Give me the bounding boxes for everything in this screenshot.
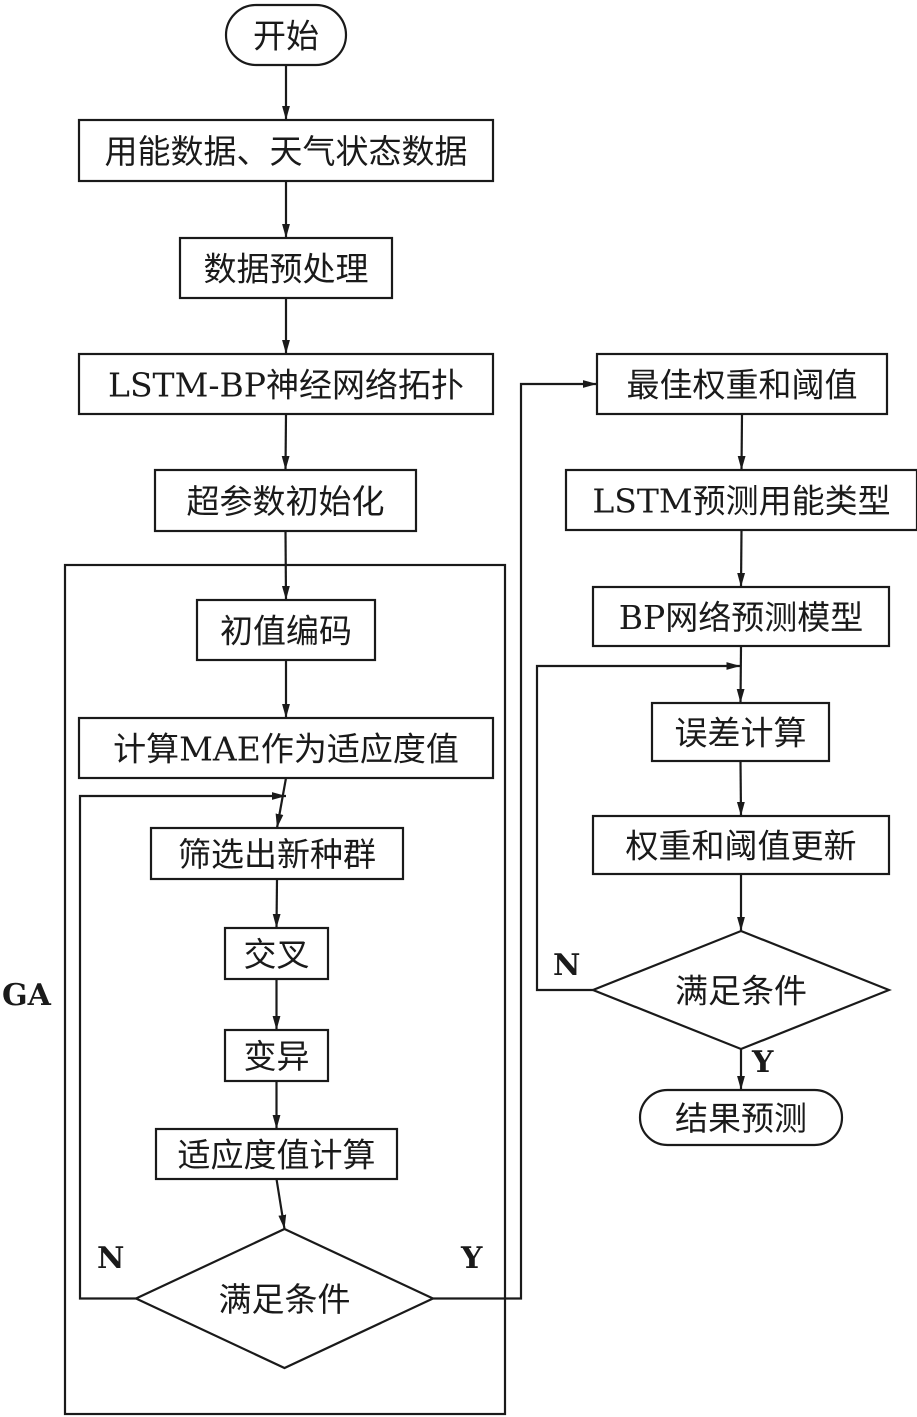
node-label: LSTM-BP神经网络拓扑: [108, 366, 464, 405]
edge-label-yes: Y: [751, 1045, 774, 1080]
node-cond-ga: 满足条件: [133, 1227, 436, 1370]
node-fitness: 适应度值计算: [154, 1127, 399, 1181]
edge-bp_model-to-error: [736, 645, 745, 704]
node-start: 开始: [224, 3, 348, 67]
process-shape: [77, 118, 495, 183]
process-shape: [223, 1028, 330, 1083]
node-label: 最佳权重和阈值: [627, 366, 858, 405]
node-preprocess: 数据预处理: [178, 236, 394, 300]
edge-select-to-crossover: [272, 878, 281, 929]
edge-label-no: N: [553, 948, 580, 983]
decision-shape: [590, 929, 892, 1051]
node-label: 交叉: [244, 935, 310, 974]
edge-hyper_init-to-encode: [281, 530, 290, 601]
edge-best_wb-to-lstm_pred: [737, 413, 746, 471]
process-shape: [149, 826, 405, 881]
node-label: BP网络预测模型: [619, 598, 863, 637]
edge-topology-to-hyper_init: [281, 413, 290, 471]
process-shape: [650, 701, 831, 763]
process-shape: [195, 598, 377, 662]
process-shape: [153, 468, 418, 533]
node-error: 误差计算: [650, 701, 831, 763]
edge-cond-ga-yes: [433, 380, 597, 1300]
node-label: 满足条件: [219, 1280, 351, 1319]
ga-group-label: GA: [2, 978, 52, 1013]
process-shape: [591, 585, 891, 648]
node-label: 误差计算: [675, 714, 807, 753]
node-lstm-pred: LSTM预测用能类型: [564, 468, 917, 532]
node-label: 开始: [253, 17, 319, 56]
node-label: 超参数初始化: [187, 482, 385, 521]
node-label: 权重和阈值更新: [626, 827, 857, 866]
node-update: 权重和阈值更新: [591, 814, 891, 876]
edge-mae-to-select: [275, 777, 288, 829]
node-best-wb: 最佳权重和阈值: [595, 352, 889, 416]
edge-fitness-to-cond_ga: [275, 1178, 287, 1230]
node-label: 满足条件: [675, 972, 807, 1011]
decision-shape: [133, 1227, 436, 1370]
process-shape: [77, 716, 495, 780]
node-label: 初值编码: [220, 612, 352, 651]
edge-lstm_pred-to-bp_model: [737, 529, 746, 588]
process-shape: [77, 352, 495, 416]
edge-label-yes: Y: [460, 1241, 483, 1276]
process-shape: [154, 1127, 399, 1181]
node-crossover: 交叉: [223, 926, 330, 981]
node-encode: 初值编码: [195, 598, 377, 662]
node-cond-bp: 满足条件: [590, 929, 892, 1051]
process-shape: [223, 926, 330, 981]
node-select: 筛选出新种群: [149, 826, 405, 881]
node-label: 变异: [244, 1037, 310, 1076]
node-result: 结果预测: [638, 1088, 844, 1147]
edge-label-no: N: [97, 1241, 124, 1276]
node-label: 计算MAE作为适应度值: [113, 730, 459, 769]
process-shape: [564, 468, 917, 532]
node-label: 适应度值计算: [178, 1136, 376, 1175]
node-mae: 计算MAE作为适应度值: [77, 716, 495, 780]
process-shape: [595, 352, 889, 416]
node-data-in: 用能数据、天气状态数据: [77, 118, 495, 183]
edge-cond-ga-no-loop: [78, 792, 286, 1300]
terminal-shape: [224, 3, 348, 67]
node-hyper-init: 超参数初始化: [153, 468, 418, 533]
terminal-shape: [638, 1088, 844, 1147]
process-shape: [178, 236, 394, 300]
node-label: 用能数据、天气状态数据: [105, 132, 468, 171]
edge-error-to-update: [736, 760, 745, 817]
node-mutation: 变异: [223, 1028, 330, 1083]
node-bp-model: BP网络预测模型: [591, 585, 891, 648]
node-label: 数据预处理: [204, 250, 369, 289]
edge-cond-bp-no-loop: [535, 662, 741, 992]
node-label: 筛选出新种群: [178, 835, 376, 874]
node-topology: LSTM-BP神经网络拓扑: [77, 352, 495, 416]
node-label: LSTM预测用能类型: [592, 482, 890, 521]
process-shape: [591, 814, 891, 876]
node-label: 结果预测: [675, 1099, 807, 1138]
